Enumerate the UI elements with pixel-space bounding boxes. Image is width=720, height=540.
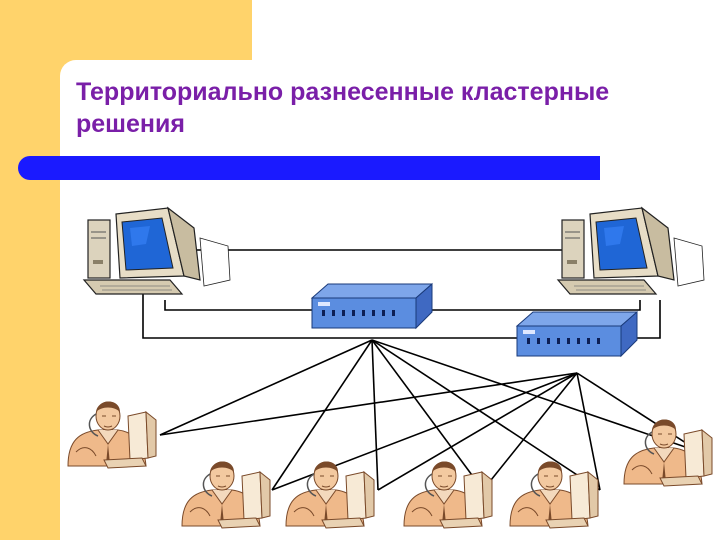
user-workstation-icon: [623, 418, 713, 487]
slide-title: Территориально разнесенные кластерные ре…: [76, 78, 610, 138]
nodes-layer: [67, 207, 713, 529]
link-switch-1-user-1: [159, 339, 373, 436]
link-switch-1-user-6: [371, 339, 701, 453]
link-switch-2-user-3: [377, 372, 578, 491]
desktop-computer-icon: [557, 207, 705, 295]
link-switch-2-user-6: [576, 372, 701, 453]
user-workstation-icon: [67, 400, 157, 469]
title-underline-bar: [18, 156, 600, 180]
user-workstation-icon: [181, 460, 271, 529]
link-switch-1-user-5: [371, 339, 601, 491]
link-switch-1-user-4: [371, 339, 484, 491]
link-switch-2-user-5: [576, 372, 601, 491]
link-server-left-switch-2: [142, 290, 520, 339]
link-server-right-switch-2: [636, 300, 661, 339]
user-workstation-icon: [509, 460, 599, 529]
network-switch-icon: [311, 283, 433, 329]
user-workstation-icon: [403, 460, 493, 529]
links-layer: [142, 249, 701, 491]
link-switch-2-user-4: [482, 372, 578, 491]
link-server-left-switch-1: [164, 300, 314, 311]
link-switch-2-user-1: [159, 372, 578, 436]
link-switch-1-user-3: [371, 339, 379, 491]
link-server-right-switch-1: [432, 300, 641, 311]
network-switch-icon: [516, 311, 638, 357]
user-workstation-icon: [285, 460, 375, 529]
link-switch-1-user-2: [271, 339, 373, 491]
desktop-computer-icon: [83, 207, 231, 295]
